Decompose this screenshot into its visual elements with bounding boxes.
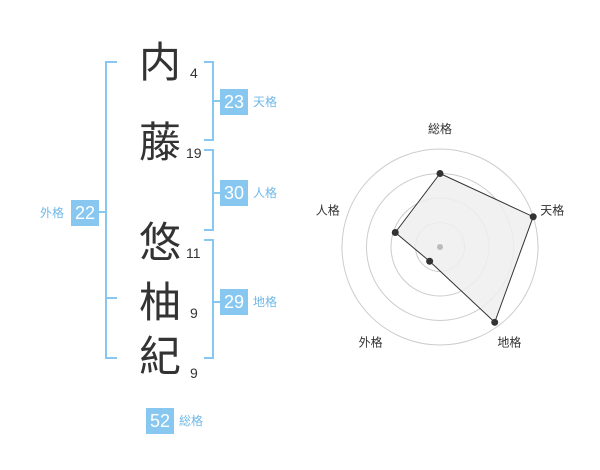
radar-point-1 [436,170,444,177]
stroke-count-3: 11 [186,245,201,261]
name-char-1: 内 [138,38,181,87]
ten-bracket [204,61,220,141]
radar-point-5 [391,228,399,236]
ten-kaku-value: 23 [220,89,248,115]
name-char-4: 柚 [138,278,181,327]
jin-bracket [204,149,220,231]
gai-kaku-label: 外格 [40,206,65,220]
radar-center-dot [437,244,443,250]
stroke-count-1: 4 [190,65,198,81]
name-char-3: 悠 [138,218,181,267]
radar-polygon [394,172,534,324]
stroke-count-2: 19 [186,145,202,161]
jin-kaku-label: 人格 [253,186,278,200]
name-char-2: 藤 [138,118,181,167]
sou-kaku-label: 総格 [179,414,204,428]
radar-point-2 [529,213,537,221]
radar-axis-label-4: 外格 [359,334,383,349]
radar-axis-label-2: 天格 [540,203,564,218]
radar-ring-4 [341,148,539,346]
ten-kaku-label: 天格 [253,95,278,109]
sou-kaku-value: 52 [146,408,174,434]
radar-axis-label-5: 人格 [316,203,340,218]
radar-point-4 [426,257,434,265]
name-char-5: 紀 [138,332,181,381]
stroke-count-4: 9 [190,305,198,321]
stroke-count-5: 9 [190,365,198,381]
radar-point-3 [491,318,499,326]
jin-kaku-value: 30 [220,180,248,206]
chi-kaku-label: 地格 [253,295,278,309]
gai-kaku-value: 22 [71,200,99,226]
radar-axis-label-1: 総格 [428,121,452,136]
chi-bracket [204,239,220,359]
chi-kaku-value: 29 [220,289,248,315]
gai-bracket [99,61,117,359]
radar-axis-label-3: 地格 [497,334,521,349]
